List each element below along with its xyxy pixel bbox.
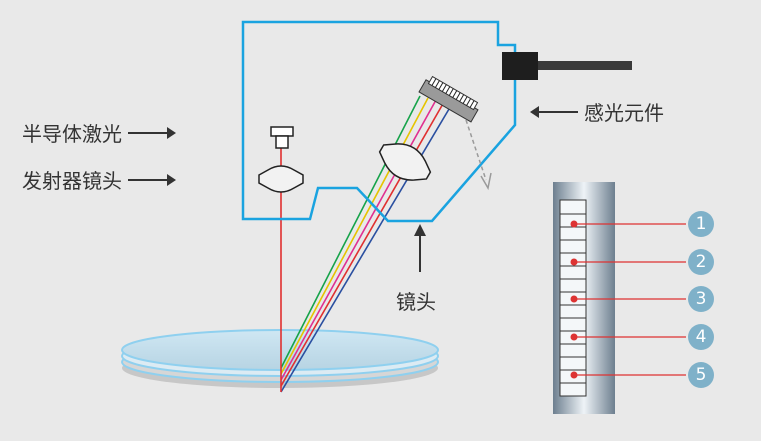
sensor-array-icon	[418, 75, 479, 123]
sensor-housing	[241, 20, 517, 223]
marker-badge-5: 5	[688, 362, 714, 388]
marker-badge-2: 2	[688, 249, 714, 275]
marker-badge-4: 4	[688, 324, 714, 350]
sensor-markers	[570, 220, 686, 379]
lens-icon	[258, 165, 304, 193]
cable-icon	[502, 52, 632, 80]
laser-label-line2-text: 发射器镜头	[22, 169, 122, 193]
left-arrow-icon	[530, 105, 578, 118]
lens-pointer-arrow	[414, 224, 426, 272]
right-arrow-icon	[128, 173, 176, 186]
wafer-icon	[121, 329, 439, 388]
sensor-label-text: 感光元件	[584, 101, 664, 125]
marker-badge-1: 1	[688, 211, 714, 237]
laser-emitter-icon	[270, 126, 294, 149]
laser-label-line1: 半导体激光	[22, 118, 176, 147]
marker-badge-3: 3	[688, 286, 714, 312]
lens-label: 镜头	[396, 286, 436, 315]
right-arrow-icon	[128, 126, 176, 139]
laser-label-line1-text: 半导体激光	[22, 122, 122, 146]
laser-label-line2: 发射器镜头	[22, 165, 176, 194]
reflection-dashed-arrow	[465, 119, 492, 191]
lens-label-text: 镜头	[396, 290, 436, 314]
receiving-lens-icon	[378, 143, 432, 181]
sensor-label: 感光元件	[530, 97, 664, 126]
sensor-panel	[553, 182, 686, 414]
